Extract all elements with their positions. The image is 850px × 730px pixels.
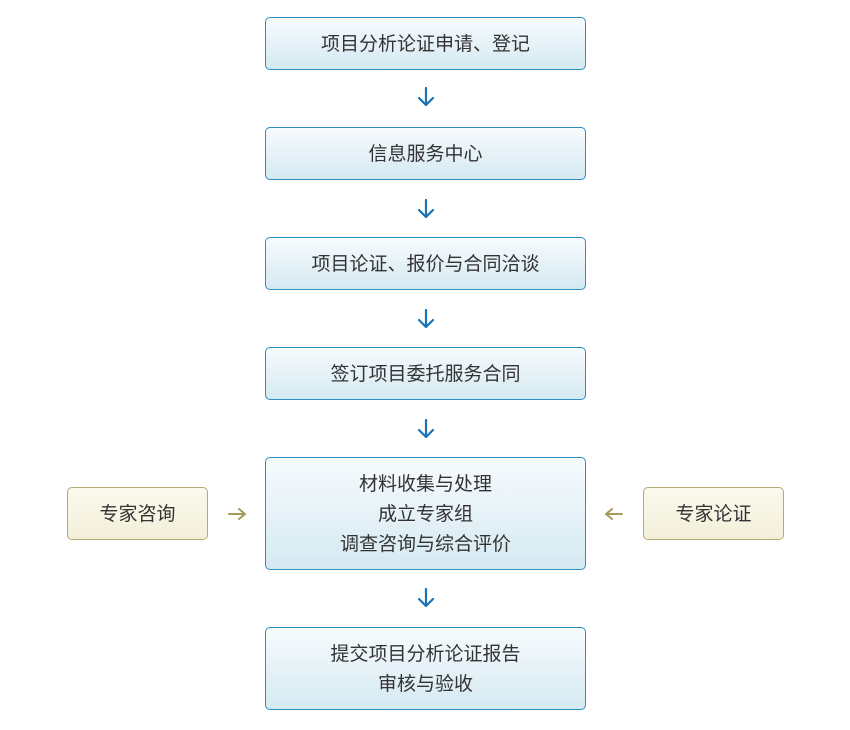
step-2-label: 信息服务中心 [368, 142, 483, 165]
expert-review-box: 专家论证 [643, 487, 784, 540]
step-4-box: 签订项目委托服务合同 [265, 347, 586, 400]
step-5-box: 材料收集与处理 成立专家组 调查咨询与综合评价 [265, 457, 586, 570]
arrow-left-icon [605, 508, 623, 520]
step-6-line-1: 提交项目分析论证报告 [330, 642, 521, 665]
arrow-right-icon [228, 508, 246, 520]
step-2-box: 信息服务中心 [265, 127, 586, 180]
arrow-down-icon [417, 198, 435, 219]
step-3-label: 项目论证、报价与合同洽谈 [311, 252, 540, 275]
expert-consultation-box: 专家咨询 [67, 487, 208, 540]
step-1-box: 项目分析论证申请、登记 [265, 17, 586, 70]
step-1-label: 项目分析论证申请、登记 [320, 32, 530, 55]
arrow-down-icon [417, 418, 435, 439]
step-6-line-2: 审核与验收 [377, 672, 473, 695]
step-5-line-2: 成立专家组 [377, 502, 473, 525]
step-5-line-3: 调查咨询与综合评价 [339, 532, 511, 555]
expert-review-label: 专家论证 [675, 502, 752, 525]
step-4-label: 签订项目委托服务合同 [330, 362, 521, 385]
arrow-down-icon [417, 86, 435, 107]
step-6-box: 提交项目分析论证报告 审核与验收 [265, 627, 586, 710]
expert-consultation-label: 专家咨询 [99, 502, 176, 525]
arrow-down-icon [417, 587, 435, 608]
step-5-line-1: 材料收集与处理 [358, 472, 492, 495]
step-3-box: 项目论证、报价与合同洽谈 [265, 237, 586, 290]
arrow-down-icon [417, 308, 435, 329]
